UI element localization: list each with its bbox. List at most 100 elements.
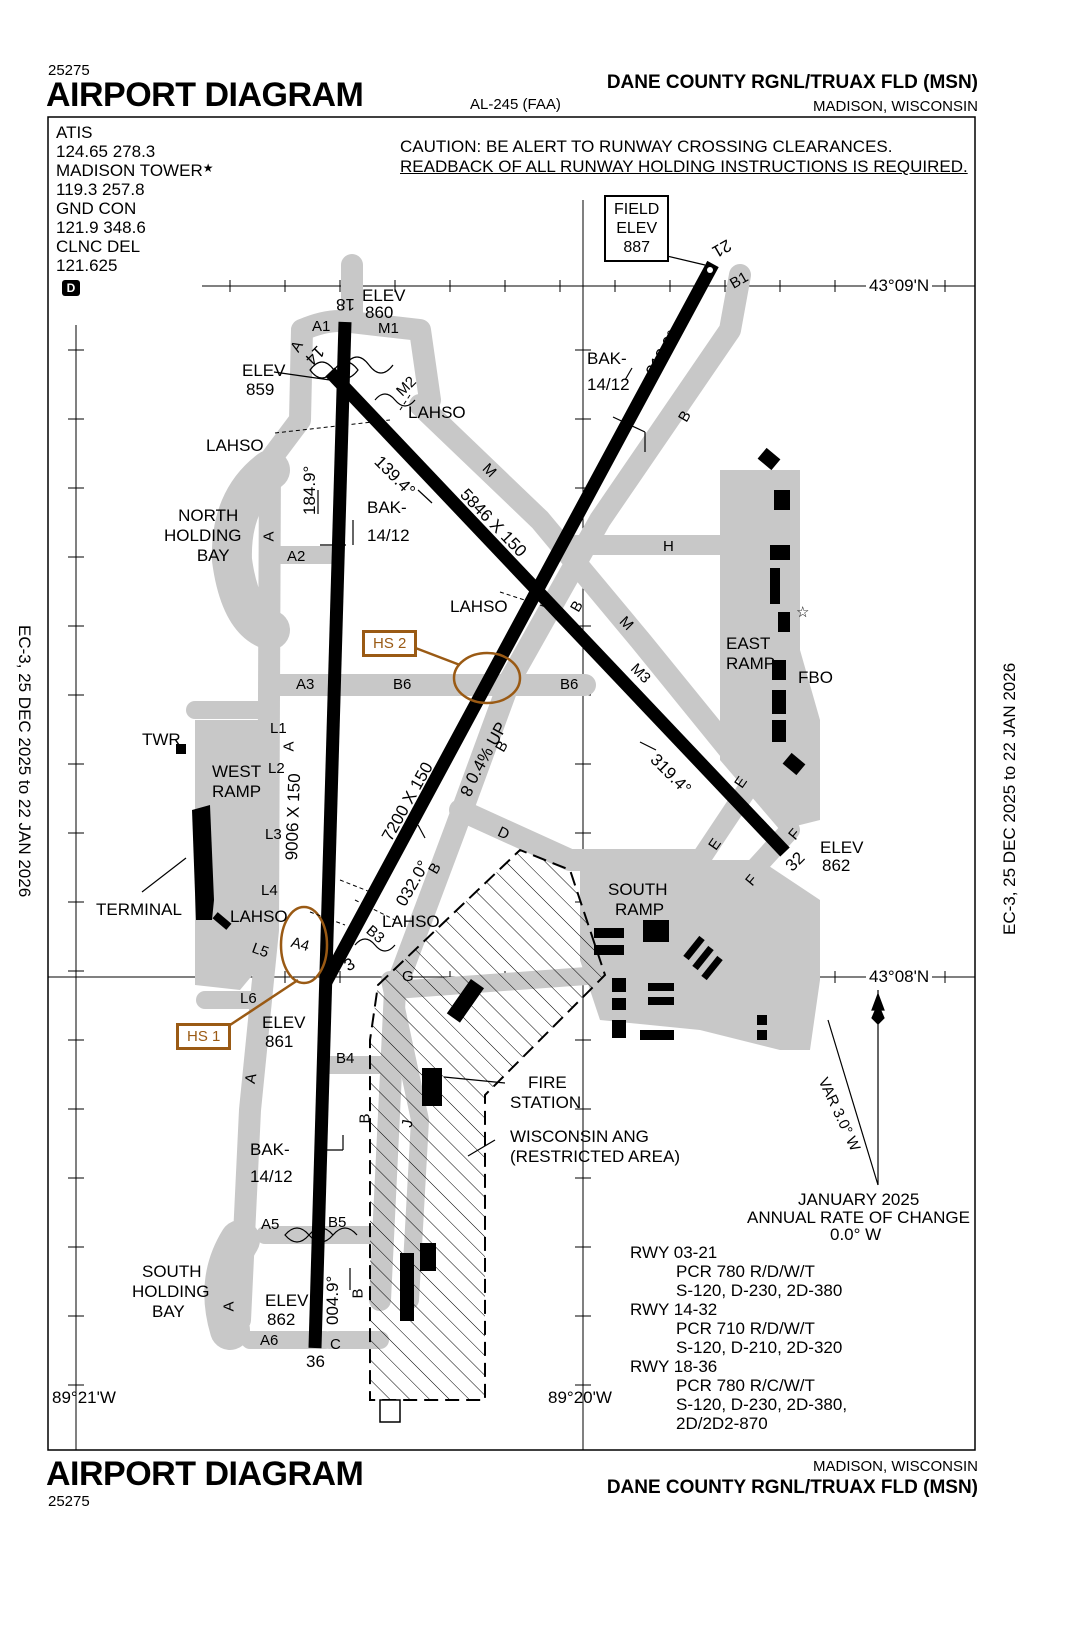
runway-18-36 — [308, 321, 352, 1349]
lon-right: 89°20'W — [548, 1388, 612, 1407]
bak-label-ne-b: 14/12 — [587, 375, 630, 394]
pcr-rwy-03-21: RWY 03-21 — [630, 1243, 718, 1262]
chart-number-bottom: 25275 — [48, 1493, 90, 1510]
star-icon: ★ — [202, 161, 214, 175]
taxiway-l3-label: L3 — [265, 826, 282, 843]
runway-guard-bowties — [284, 356, 416, 1243]
rwy18-36-dims: 9006 X 150 — [282, 773, 305, 861]
taxiway-a1-label: A1 — [312, 318, 331, 335]
field-elevation-box: FIELD ELEV 887 — [604, 195, 670, 262]
rwy14-elev: 859 — [246, 380, 275, 399]
al-number: AL-245 (FAA) — [470, 96, 561, 113]
rwy36-elev-label: ELEV — [265, 1291, 309, 1310]
taxiway-m1-label: M1 — [378, 320, 399, 337]
d-badge-icon: D — [62, 280, 80, 296]
taxiway-l1-label: L1 — [270, 720, 287, 737]
taxiway-f-label: G — [402, 968, 414, 985]
lat-top: 43°09'N — [866, 276, 933, 296]
taxiway-a-label-2: A — [260, 531, 278, 542]
west-ramp-line1: WEST — [212, 762, 262, 781]
effective-dates-left: EC-3, 25 DEC 2025 to 22 JAN 2026 — [15, 625, 34, 898]
west-ramp-line2: RAMP — [212, 782, 262, 801]
ang-label: WISCONSIN ANG (RESTRICTED AREA) — [510, 1127, 680, 1167]
pcr-rwy-14-32: RWY 14-32 — [630, 1300, 718, 1319]
taxiway-a2-label: A2 — [287, 548, 306, 565]
atis-label: ATIS — [56, 123, 93, 142]
pcr-rwy-18-36: RWY 18-36 — [630, 1357, 718, 1376]
runway-18-label: 18 — [336, 295, 355, 314]
taxiway-b4-label: B4 — [336, 1050, 355, 1067]
caution-line-1: CAUTION: BE ALERT TO RUNWAY CROSSING CLE… — [400, 137, 893, 156]
chart-frame — [47, 116, 976, 1451]
pcr-value-03-21: PCR 780 R/D/W/T — [676, 1262, 815, 1281]
bak-label-n-b: 14/12 — [367, 526, 410, 545]
bak-label-n: BAK- — [367, 498, 407, 517]
lahso-label-2: LAHSO — [206, 436, 264, 455]
bak-label-s-b: 14/12 — [250, 1167, 293, 1186]
heading-004: 004.9° — [323, 1275, 342, 1325]
chart-number-top: 25275 — [48, 62, 90, 79]
south-ramp-label: SOUTH RAMP — [608, 880, 668, 920]
airport-name-bottom: DANE COUNTY RGNL/TRUAX FLD (MSN) — [606, 1477, 978, 1498]
hot-spot-hs2: HS 2 — [362, 630, 418, 657]
taxiway-j-label: H — [663, 538, 674, 555]
rwy32-elev: 862 — [822, 856, 851, 875]
south-ramp-hangars — [683, 935, 723, 981]
annual-change-value: 0.0° W — [830, 1225, 882, 1244]
fire-station-line2: STATION — [510, 1093, 582, 1112]
rwy3-elev: 861 — [265, 1032, 294, 1051]
rwy18-elev: 860 — [365, 303, 394, 322]
nhb-line3: BAY — [196, 546, 230, 565]
shb-line3: BAY — [152, 1302, 185, 1321]
rwy3-elev-label: ELEV — [262, 1013, 306, 1032]
taxiway-l4-label: L4 — [261, 882, 278, 899]
city-bottom: MADISON, WISCONSIN — [812, 1458, 978, 1475]
lahso-label-3: LAHSO — [450, 597, 508, 616]
terminal-label: TERMINAL — [96, 900, 182, 919]
fire-station-label: FIRE STATION — [510, 1073, 581, 1113]
east-ramp-line1: EAST — [726, 634, 771, 653]
taxiway-a5-label: A5 — [261, 1216, 280, 1233]
atis-freq: 124.65 278.3 — [56, 142, 156, 161]
buildings — [176, 447, 806, 1321]
taxiway-b5-label: B5 — [328, 1214, 347, 1231]
rwy14-elev-label: ELEV — [242, 361, 286, 380]
hot-spot-hs2-circle — [452, 651, 522, 705]
airport-name-top: DANE COUNTY RGNL/TRUAX FLD (MSN) — [606, 72, 978, 93]
lat-bottom: 43°08'N — [866, 967, 933, 987]
tower-label-text: MADISON TOWER — [56, 161, 203, 180]
tower-label: MADISON TOWER★ — [56, 161, 213, 181]
ramps — [195, 470, 820, 1050]
city-top: MADISON, WISCONSIN — [812, 98, 978, 115]
pcr-weights-18-36-b: 2D/2D2-870 — [676, 1414, 768, 1433]
runway-03-21 — [320, 260, 719, 986]
gnd-freq: 121.9 348.6 — [56, 218, 146, 237]
taxiway-b-label-6: B — [349, 1288, 367, 1299]
heading-184: 184.9° — [300, 465, 319, 515]
effective-dates-right: EC-3, 25 DEC 2025 to 22 JAN 2026 — [1000, 662, 1019, 935]
runway-21-threshold — [707, 267, 713, 273]
title-bottom: AIRPORT DIAGRAM — [46, 1455, 364, 1493]
east-ramp-line2: RAMP — [726, 654, 776, 673]
west-ramp-label: WEST RAMP — [212, 762, 261, 802]
runway-36-label: 36 — [306, 1352, 325, 1371]
shb-line2: HOLDING — [132, 1282, 210, 1301]
taxiway-c-label-1: B6 — [393, 676, 412, 693]
bak-label-s: BAK- — [250, 1140, 290, 1159]
tower-label-map: TWR — [142, 730, 181, 749]
rwy36-elev: 862 — [267, 1310, 296, 1329]
pcr-weights-18-36-a: S-120, D-230, 2D-380, — [676, 1395, 848, 1414]
north-holding-bay-label: NORTH HOLDING BAY — [164, 506, 241, 566]
shb-line1: SOUTH — [142, 1262, 202, 1281]
pcr-value-14-32: PCR 710 R/D/W/T — [676, 1319, 815, 1338]
annual-change-subtitle: ANNUAL RATE OF CHANGE — [747, 1208, 970, 1227]
fbo-label: FBO — [798, 668, 833, 687]
lahso-label-4: LAHSO — [230, 907, 288, 926]
taxiway-b-label-5: B — [356, 1113, 374, 1124]
taxiway-l6-label: L6 — [240, 990, 257, 1007]
gnd-label: GND CON — [56, 199, 137, 218]
south-ramp-line2: RAMP — [615, 900, 665, 919]
pcr-weights-03-21: S-120, D-230, 2D-380 — [676, 1281, 843, 1300]
hot-spot-hs1-circle — [279, 905, 329, 985]
